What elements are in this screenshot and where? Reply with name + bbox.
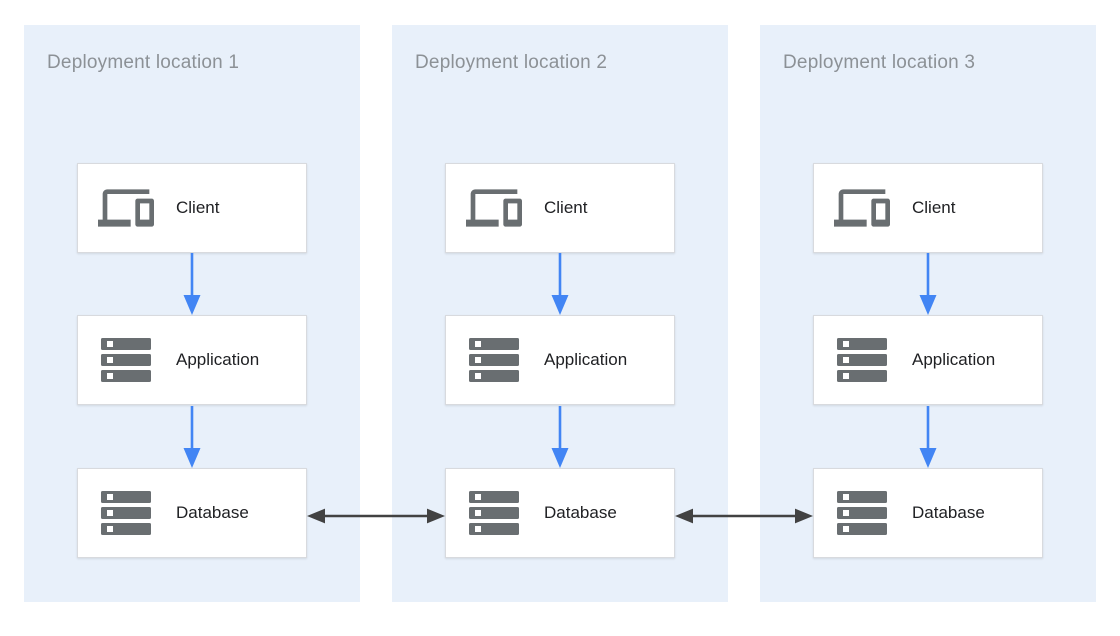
server-stack-icon [833,491,891,535]
arrow-application-to-database-icon [183,406,201,468]
deployment-location-1-panel: Deployment location 1 Client Application [24,25,360,602]
panel-title: Deployment location 2 [415,52,608,73]
node-label: Application [912,350,996,369]
server-stack-icon [833,338,891,382]
arrow-client-to-application-icon [919,253,937,315]
node-label: Client [176,198,220,217]
application-node: Application [445,315,675,405]
server-stack-icon [97,338,155,382]
arrow-client-to-application-icon [183,253,201,315]
node-label: Database [544,503,617,522]
application-node: Application [813,315,1043,405]
database-replication-arrow-2-3-icon [675,508,813,524]
devices-icon [465,189,523,227]
server-stack-icon [465,338,523,382]
database-node: Database [77,468,307,558]
application-node: Application [77,315,307,405]
database-replication-arrow-1-2-icon [307,508,445,524]
node-label: Application [176,350,260,369]
client-node: Client [77,163,307,253]
deployment-location-3-panel: Deployment location 3 Client Application [760,25,1096,602]
panel-title: Deployment location 1 [47,52,240,73]
node-label: Client [912,198,956,217]
server-stack-icon [97,491,155,535]
node-label: Client [544,198,588,217]
arrow-client-to-application-icon [551,253,569,315]
panel-title: Deployment location 3 [783,52,976,73]
database-node: Database [813,468,1043,558]
deployment-location-2-panel: Deployment location 2 Client Application [392,25,728,602]
client-node: Client [813,163,1043,253]
arrow-application-to-database-icon [551,406,569,468]
node-label: Database [912,503,985,522]
node-label: Application [544,350,628,369]
node-label: Database [176,503,249,522]
devices-icon [833,189,891,227]
server-stack-icon [465,491,523,535]
database-node: Database [445,468,675,558]
devices-icon [97,189,155,227]
client-node: Client [445,163,675,253]
arrow-application-to-database-icon [919,406,937,468]
